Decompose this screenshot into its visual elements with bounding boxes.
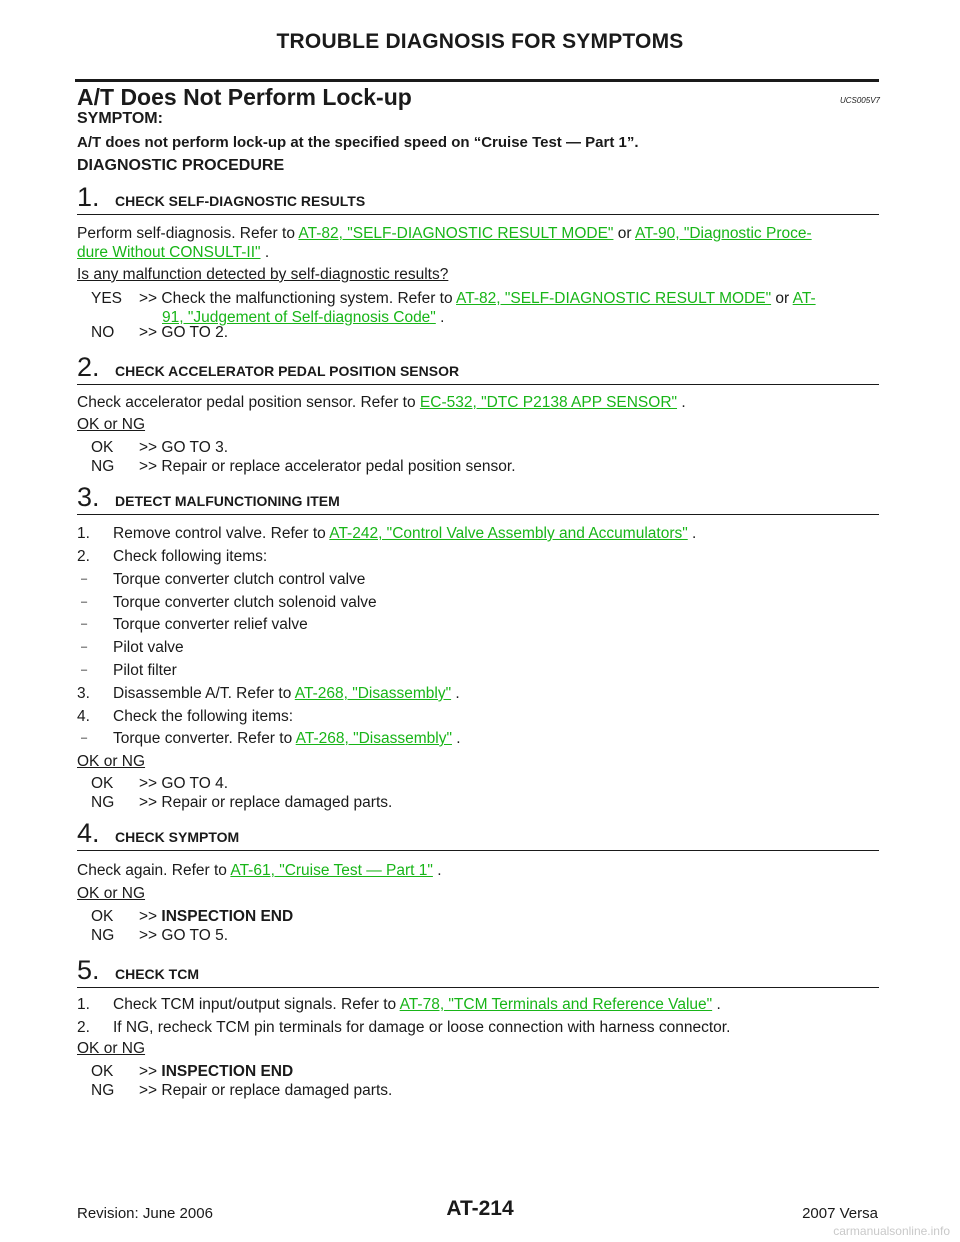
step-2-header: 2. CHECK ACCELERATOR PEDAL POSITION SENS… xyxy=(77,352,879,385)
step-3-dash-2: –Torque converter clutch solenoid valve xyxy=(81,594,377,611)
step-title: DETECT MALFUNCTIONING ITEM xyxy=(115,493,340,509)
link-at-268[interactable]: AT-268, "Disassembly" xyxy=(294,685,452,702)
step-2-ok: OK>> GO TO 3. xyxy=(91,439,229,456)
step-2-ng: NG>> Repair or replace accelerator pedal… xyxy=(91,458,516,475)
step-5-ng: NG>> Repair or replace damaged parts. xyxy=(91,1082,393,1099)
step-3-question: OK or NG xyxy=(77,753,146,770)
step-2-instruction: Check accelerator pedal position sensor.… xyxy=(77,394,686,411)
step-4-ng: NG>> GO TO 5. xyxy=(91,927,229,944)
symptom-heading: SYMPTOM: xyxy=(77,110,163,127)
step-3-header: 3. DETECT MALFUNCTIONING ITEM xyxy=(77,482,879,515)
watermark: carmanualsonline.info xyxy=(833,1224,950,1238)
step-3-dash-3: –Torque converter relief valve xyxy=(81,616,308,633)
step-title: CHECK SELF-DIAGNOSTIC RESULTS xyxy=(115,193,366,209)
step-1-question: Is any malfunction detected by self-diag… xyxy=(77,266,449,283)
link-at-242[interactable]: AT-242, "Control Valve Assembly and Accu… xyxy=(329,525,688,542)
step-number: 4. xyxy=(77,818,100,848)
step-3-dash-6: –Torque converter. Refer to AT-268, "Dis… xyxy=(81,730,461,747)
step-title: CHECK SYMPTOM xyxy=(115,829,240,845)
step-title: CHECK ACCELERATOR PEDAL POSITION SENSOR xyxy=(115,363,460,379)
link-at-78[interactable]: AT-78, "TCM Terminals and Reference Valu… xyxy=(399,996,713,1013)
section-title: A/T Does Not Perform Lock-up xyxy=(77,84,412,110)
link-at-268-b[interactable]: AT-268, "Disassembly" xyxy=(295,730,452,747)
section-code: UCS005V7 xyxy=(839,96,880,105)
link-ec-532[interactable]: EC-532, "DTC P2138 APP SENSOR" xyxy=(419,394,678,411)
link-at-61[interactable]: AT-61, "Cruise Test — Part 1" xyxy=(230,862,433,879)
symptom-text: A/T does not perform lock-up at the spec… xyxy=(77,134,639,151)
step-3-dash-1: –Torque converter clutch control valve xyxy=(81,571,366,588)
step-5-ok: OK>> INSPECTION END xyxy=(91,1063,294,1080)
step-3-ok: OK>> GO TO 4. xyxy=(91,775,229,792)
step-5-item-1: 1.Check TCM input/output signals. Refer … xyxy=(77,996,721,1013)
link-at-91-cont[interactable]: 91, "Judgement of Self-diagnosis Code" xyxy=(162,309,436,326)
step-4-question: OK or NG xyxy=(77,885,146,902)
step-2-question: OK or NG xyxy=(77,416,146,433)
step-3-dash-4: –Pilot valve xyxy=(81,639,184,656)
step-1-no: NO>> GO TO 2. xyxy=(91,324,229,341)
footer-page-number: AT-214 xyxy=(446,1197,514,1220)
step-4-ok: OK>> INSPECTION END xyxy=(91,908,294,925)
step-number: 3. xyxy=(77,482,100,512)
step-1-header: 1. CHECK SELF-DIAGNOSTIC RESULTS xyxy=(77,182,879,215)
footer-model: 2007 Versa xyxy=(802,1205,878,1222)
step-4-header: 4. CHECK SYMPTOM xyxy=(77,818,879,851)
step-title: CHECK TCM xyxy=(115,966,199,982)
footer-revision: Revision: June 2006 xyxy=(77,1205,213,1222)
page-header-title: TROUBLE DIAGNOSIS FOR SYMPTOMS xyxy=(276,30,684,53)
step-3-item-4: 4.Check the following items: xyxy=(77,708,294,725)
link-at-82-yes[interactable]: AT-82, "SELF-DIAGNOSTIC RESULT MODE" xyxy=(456,290,772,307)
step-1-instruction: Perform self-diagnosis. Refer to AT-82, … xyxy=(77,225,812,261)
step-number: 1. xyxy=(77,182,100,212)
link-at-91[interactable]: AT- xyxy=(792,290,816,307)
link-at-82[interactable]: AT-82, "SELF-DIAGNOSTIC RESULT MODE" xyxy=(298,225,614,242)
header-divider xyxy=(75,79,879,82)
step-5-item-2: 2.If NG, recheck TCM pin terminals for d… xyxy=(77,1019,731,1036)
link-at-90[interactable]: AT-90, "Diagnostic Proce- xyxy=(635,225,812,242)
step-4-instruction: Check again. Refer to AT-61, "Cruise Tes… xyxy=(77,862,442,879)
step-3-item-3: 3.Disassemble A/T. Refer to AT-268, "Dis… xyxy=(77,685,460,702)
step-3-item-1: 1.Remove control valve. Refer to AT-242,… xyxy=(77,525,697,542)
procedure-heading: DIAGNOSTIC PROCEDURE xyxy=(77,157,285,174)
step-3-item-2: 2.Check following items: xyxy=(77,548,268,565)
step-5-header: 5. CHECK TCM xyxy=(77,955,879,988)
step-3-ng: NG>> Repair or replace damaged parts. xyxy=(91,794,393,811)
step-1-yes: YES>> Check the malfunctioning system. R… xyxy=(91,290,816,326)
step-5-question: OK or NG xyxy=(77,1040,146,1057)
step-number: 5. xyxy=(77,955,100,985)
step-3-dash-5: –Pilot filter xyxy=(81,662,177,679)
step-number: 2. xyxy=(77,352,100,382)
link-at-90-cont[interactable]: dure Without CONSULT-II" xyxy=(77,244,261,261)
